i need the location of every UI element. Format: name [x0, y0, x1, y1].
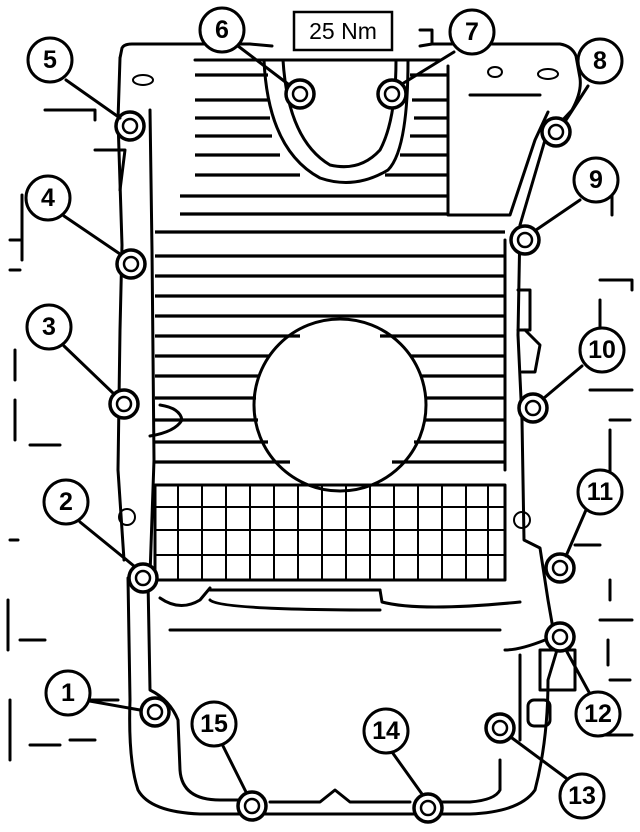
bolt-10	[517, 392, 549, 424]
callout-6: 6	[198, 6, 246, 54]
callout-6-label: 6	[215, 16, 229, 44]
callout-12-label: 12	[584, 700, 612, 728]
callout-9-label: 9	[589, 166, 603, 194]
callout-2-label: 2	[59, 488, 73, 516]
callout-1-label: 1	[61, 679, 75, 707]
bolt-3	[108, 388, 140, 420]
callout-12: 12	[574, 690, 622, 738]
callout-8-label: 8	[593, 47, 607, 75]
leader-lines	[62, 44, 592, 796]
oil-pan	[126, 576, 577, 816]
torque-label: 25 Nm	[292, 10, 394, 52]
callout-14: 14	[362, 707, 410, 755]
baffle-grid	[153, 483, 507, 582]
bolts	[108, 78, 576, 824]
callout-14-label: 14	[372, 717, 400, 745]
callout-13: 13	[558, 772, 606, 820]
callout-10-label: 10	[588, 336, 616, 364]
callout-2: 2	[42, 478, 90, 526]
callout-13-label: 13	[568, 782, 596, 810]
callout-15-label: 15	[200, 710, 228, 738]
housing-outline	[116, 42, 582, 642]
mount-details	[118, 66, 559, 529]
surrounding-parts	[6, 28, 634, 762]
callout-4-label: 4	[41, 184, 55, 212]
bolt-14	[412, 792, 444, 824]
callout-5-label: 5	[43, 46, 57, 74]
callout-7-label: 7	[465, 18, 479, 46]
callout-1: 1	[44, 669, 92, 717]
bolt-1	[139, 696, 171, 728]
crankshaft-opening	[252, 317, 428, 493]
torque-value: 25 Nm	[309, 18, 377, 44]
callout-4: 4	[24, 174, 72, 222]
bolt-4	[115, 248, 147, 280]
bolt-2	[127, 562, 159, 594]
bolt-6	[284, 78, 316, 110]
callout-10: 10	[578, 326, 626, 374]
bolt-11	[544, 552, 576, 584]
bolt-9	[509, 224, 541, 256]
callout-3: 3	[25, 303, 73, 351]
bolt-7	[376, 78, 408, 110]
callout-7: 7	[448, 8, 496, 56]
bolt-13	[484, 712, 516, 744]
callout-3-label: 3	[42, 313, 56, 341]
cooling-ribs	[155, 73, 505, 464]
callout-11: 11	[576, 468, 624, 516]
callout-15: 15	[190, 700, 238, 748]
callout-9: 9	[572, 156, 620, 204]
callout-5: 5	[26, 36, 74, 84]
bolt-12	[544, 621, 576, 653]
bolt-5	[114, 110, 146, 142]
bolt-8	[540, 116, 572, 148]
bolt-15	[236, 790, 268, 822]
upper-cover	[193, 58, 442, 184]
callout-11-label: 11	[587, 478, 614, 506]
callout-8: 8	[576, 37, 624, 85]
